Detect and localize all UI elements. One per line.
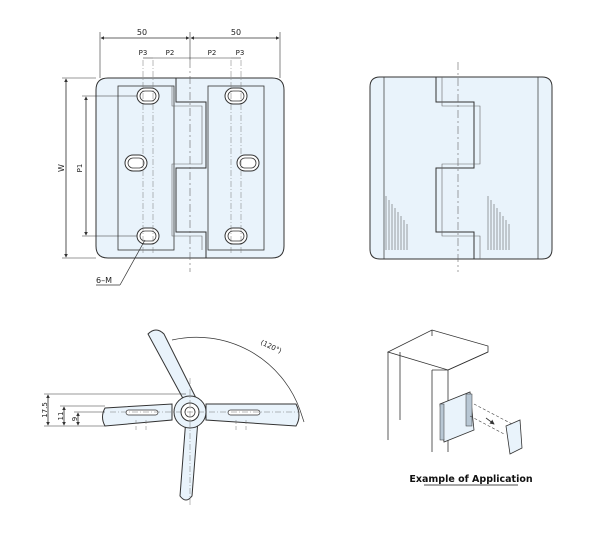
hole-centerlines xyxy=(142,60,242,255)
dim-w: W xyxy=(57,164,66,172)
front-view: 50 50 P3 P2 P2 P3 W P1 6–M xyxy=(57,28,285,286)
slot-right-bot-inner xyxy=(227,230,245,242)
slot-right-top-inner xyxy=(227,90,245,102)
exploded-nut xyxy=(505,419,523,455)
dim-9: 9 xyxy=(71,417,79,421)
leaf-swung-down xyxy=(179,417,199,501)
callout-6m: 6–M xyxy=(96,276,112,285)
dimension-lines-side xyxy=(62,77,137,259)
side-hole-centerlines xyxy=(135,420,247,432)
frame-corner xyxy=(386,329,489,371)
dim-p2-left: P2 xyxy=(166,49,175,57)
slot-right-mid-inner xyxy=(239,157,257,169)
dimension-lines-top xyxy=(99,32,281,78)
slot-left-top-inner xyxy=(139,90,157,102)
dim-50-right: 50 xyxy=(231,28,241,37)
slot-left-mid-inner xyxy=(127,157,145,169)
application-caption: Example of Application xyxy=(409,474,533,485)
side-view: (120°) xyxy=(41,329,305,506)
dim-p3-left: P3 xyxy=(139,49,148,57)
angle-label: (120°) xyxy=(259,339,283,356)
dim-11: 11 xyxy=(57,412,65,421)
back-view xyxy=(369,62,553,272)
dim-p3-right: P3 xyxy=(236,49,245,57)
slot-left-bot-inner xyxy=(139,230,157,242)
dim-17-5: 17.5 xyxy=(41,402,49,418)
texture-hatch-right xyxy=(487,196,510,250)
application-example: Example of Application xyxy=(386,329,533,486)
dim-p2-right: P2 xyxy=(208,49,217,57)
rotation-arc xyxy=(171,336,301,411)
leaf-swung-up xyxy=(147,329,197,405)
knuckle-profile-inner xyxy=(171,86,203,250)
back-knuckle-profile xyxy=(435,77,475,259)
texture-hatch-left xyxy=(385,196,408,250)
side-dimension-lines xyxy=(44,393,186,427)
assembly-dashline xyxy=(473,403,513,425)
dim-p1: P1 xyxy=(76,164,84,173)
dim-50-left: 50 xyxy=(137,28,147,37)
knuckle-profile xyxy=(175,78,207,258)
callout-leader xyxy=(119,239,146,286)
